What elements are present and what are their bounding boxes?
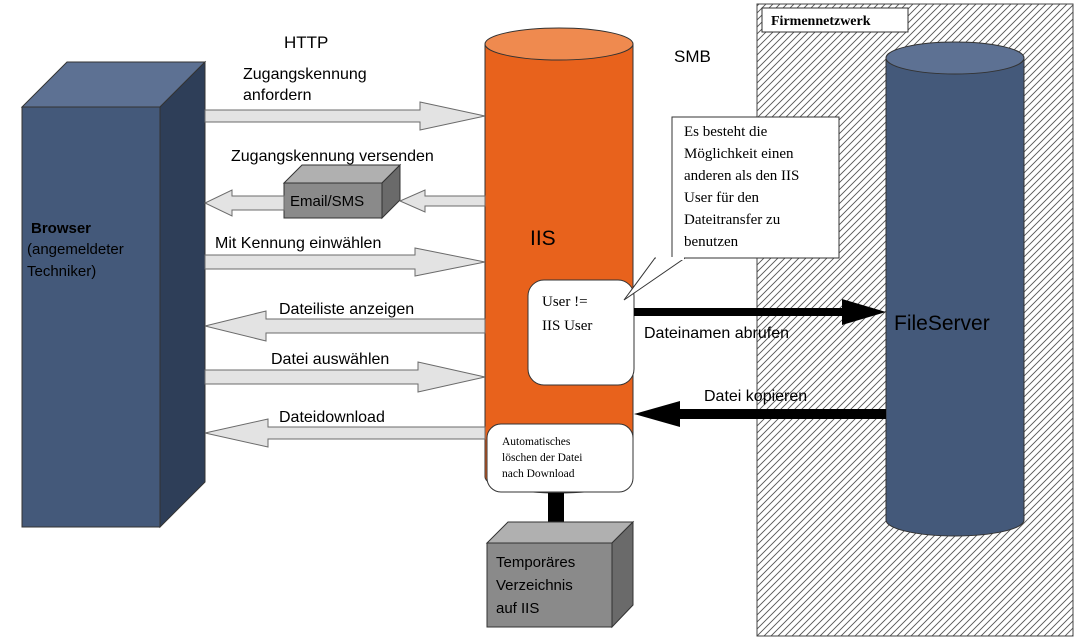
iis-cylinder: IIS xyxy=(484,27,634,494)
callout-line-1: Es besteht die xyxy=(684,124,768,140)
iis-top xyxy=(484,27,634,61)
user-box-line-1: User != xyxy=(542,294,588,310)
temp-box-line-1: Temporäres xyxy=(496,554,575,571)
step-list: Dateiliste anzeigen xyxy=(279,301,414,318)
arrow-copy xyxy=(634,401,886,427)
callout-box xyxy=(671,116,840,259)
delete-box-line-1: Automatisches xyxy=(502,436,571,448)
arrow-request xyxy=(204,101,486,131)
step-request-line-2: anfordern xyxy=(243,87,312,104)
browser-title: Browser xyxy=(31,220,91,237)
step-dialin: Mit Kennung einwählen xyxy=(215,235,381,252)
fileserver-top xyxy=(885,41,1025,75)
email-box-front xyxy=(283,182,383,219)
browser-subtitle-1: (angemeldeter xyxy=(27,241,124,258)
delete-box-line-3: nach Download xyxy=(502,468,575,480)
delete-box: Automatisches löschen der Datei nach Dow… xyxy=(486,423,634,493)
temp-box-top xyxy=(485,521,635,544)
step-send: Zugangskennung versenden xyxy=(231,148,434,165)
arrow-fetch-names xyxy=(634,299,886,325)
arrow-download xyxy=(204,418,486,448)
temp-box-line-3: auf IIS xyxy=(496,600,539,617)
user-box: User != IIS User xyxy=(527,279,635,386)
temp-box-line-2: Verzeichnis xyxy=(496,577,573,594)
step-copy: Datei kopieren xyxy=(704,388,807,405)
fileserver-label: FileServer xyxy=(894,312,990,335)
browser-side xyxy=(159,60,206,529)
temp-directory-box: Temporäres Verzeichnis auf IIS xyxy=(485,520,635,629)
fileserver-body xyxy=(885,57,1025,537)
callout: Es besteht die Möglichkeit einen anderen… xyxy=(623,116,840,301)
arrow-send-to-email xyxy=(398,189,486,213)
step-download: Dateidownload xyxy=(279,409,385,426)
iis-label: IIS xyxy=(530,227,556,250)
browser-front xyxy=(21,106,161,528)
arrow-dialin xyxy=(204,247,486,277)
callout-line-2: Möglichkeit einen xyxy=(684,146,794,162)
smb-label: SMB xyxy=(674,47,711,66)
email-sms-box: Email/SMS xyxy=(282,163,402,220)
network-label: Firmennetzwerk xyxy=(771,14,871,29)
callout-line-6: benutzen xyxy=(684,234,739,250)
email-box-top xyxy=(282,164,402,184)
arrow-send-to-browser xyxy=(203,189,285,217)
callout-line-3: anderen als den IIS xyxy=(684,168,799,184)
http-label: HTTP xyxy=(284,33,328,52)
user-box-line-2: IIS User xyxy=(542,318,592,334)
callout-line-4: User für den xyxy=(684,190,759,206)
email-box-label: Email/SMS xyxy=(290,193,364,210)
step-fetch-names: Dateinamen abrufen xyxy=(644,325,789,342)
browser-box: Browser (angemeldeter Techniker) xyxy=(20,60,207,529)
arrow-select xyxy=(204,361,486,393)
temp-box-front xyxy=(486,542,613,628)
fileserver-cylinder: FileServer xyxy=(885,41,1025,537)
step-select: Datei auswählen xyxy=(271,351,389,368)
arrow-list xyxy=(204,310,486,342)
delete-box-line-2: löschen der Datei xyxy=(502,452,582,464)
browser-subtitle-2: Techniker) xyxy=(27,263,96,280)
step-request-line-1: Zugangskennung xyxy=(243,66,367,83)
callout-line-5: Dateitransfer zu xyxy=(684,212,781,228)
